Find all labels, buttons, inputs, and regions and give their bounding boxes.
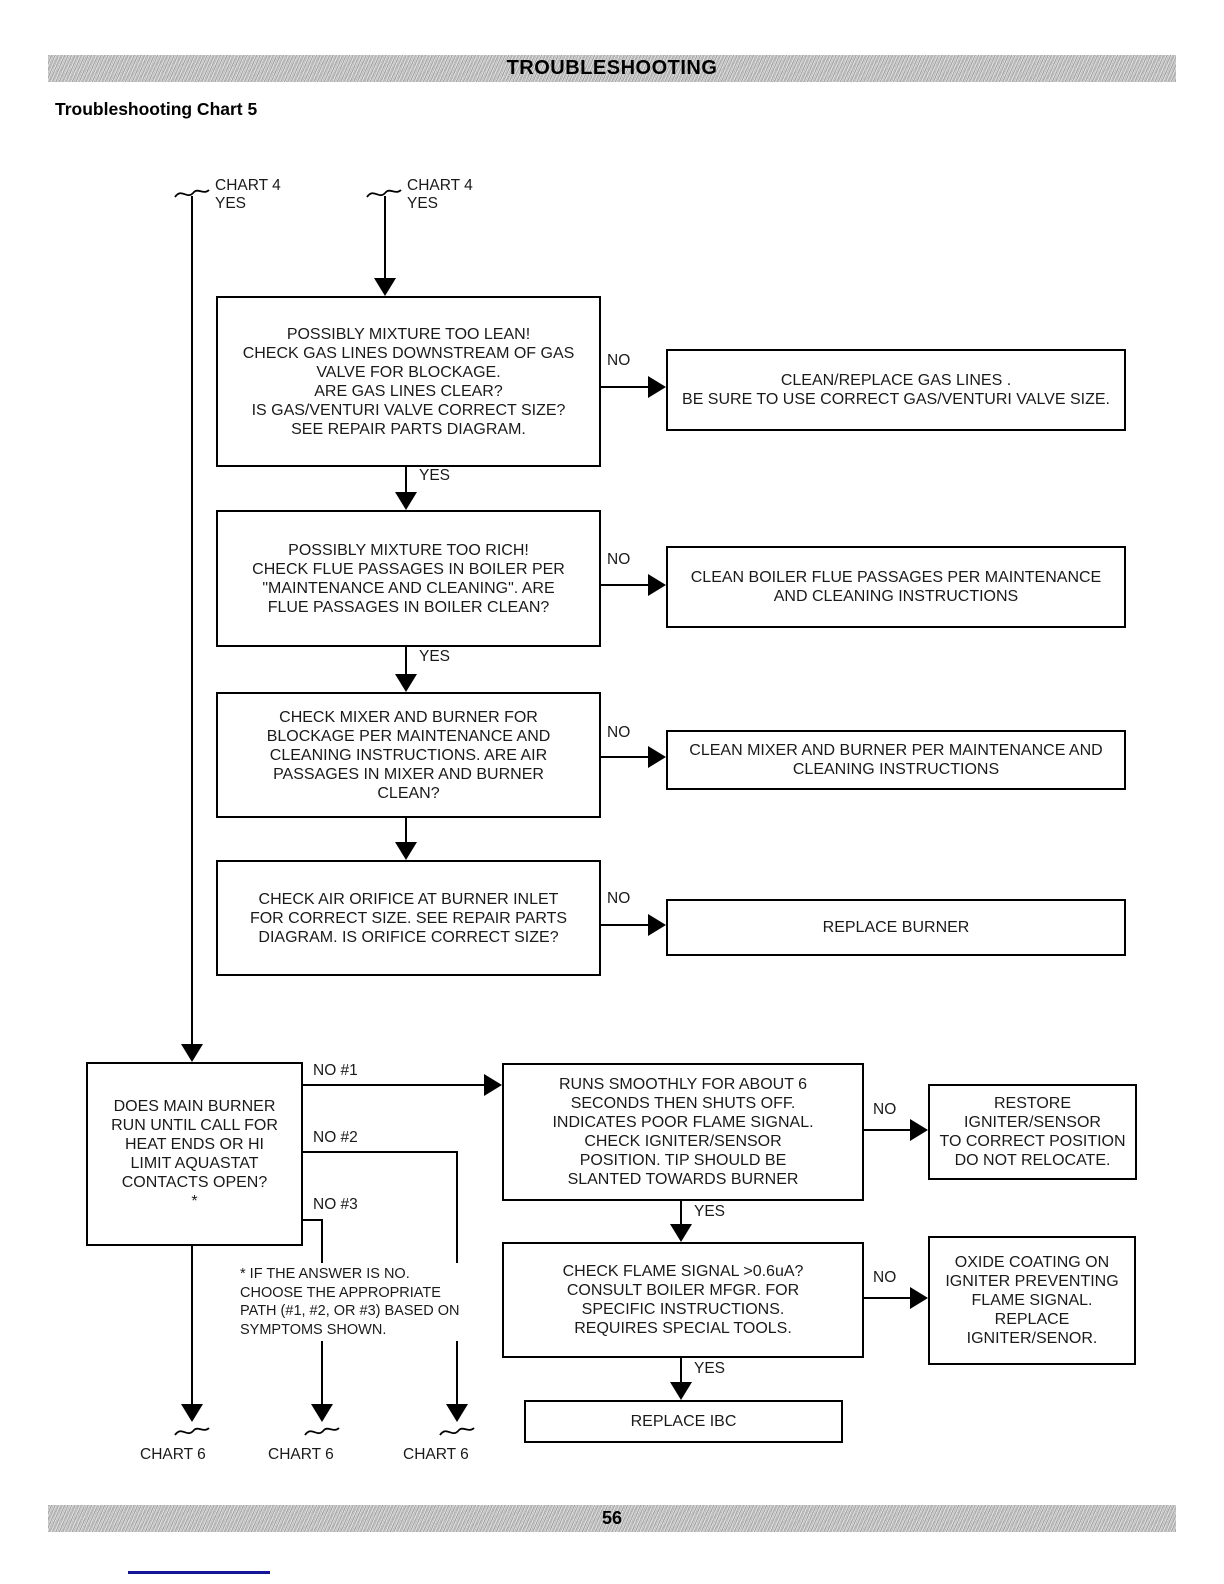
edge-label-no: NO	[607, 724, 631, 741]
flow-line	[680, 1197, 682, 1224]
box-possibly-mixture-too-lean: POSSIBLY MIXTURE TOO LEAN! CHECK GAS LIN…	[216, 296, 601, 467]
flow-line	[680, 1354, 682, 1382]
edge-label-yes: YES	[419, 648, 451, 665]
flow-line	[860, 1297, 910, 1299]
flow-line	[191, 196, 193, 1044]
off-page-connector-icon	[174, 189, 210, 198]
off-page-connector-icon	[366, 189, 402, 198]
arrowhead	[648, 376, 666, 398]
page-title: Troubleshooting Chart 5	[55, 99, 258, 119]
off-page-connector-icon	[304, 1427, 340, 1436]
off-page-connector-icon	[174, 1427, 210, 1436]
box-restore-igniter-sensor: RESTORE IGNITER/SENSOR TO CORRECT POSITI…	[928, 1084, 1137, 1180]
box-replace-burner: REPLACE BURNER	[666, 899, 1126, 956]
edge-label-no-1: NO #1	[313, 1062, 358, 1079]
edge-label-yes: YES	[694, 1360, 726, 1377]
box-does-main-burner-run: DOES MAIN BURNER RUN UNTIL CALL FOR HEAT…	[86, 1062, 303, 1246]
section-header-bar: TROUBLESHOOTING	[48, 55, 1176, 82]
section-title: TROUBLESHOOTING	[506, 57, 718, 79]
arrowhead	[910, 1119, 928, 1141]
flow-line	[405, 643, 407, 674]
arrowhead	[910, 1287, 928, 1309]
arrowhead	[670, 1382, 692, 1400]
edge-label-yes: YES	[419, 467, 451, 484]
box-possibly-mixture-too-rich: POSSIBLY MIXTURE TOO RICH! CHECK FLUE PA…	[216, 510, 601, 647]
arrowhead	[311, 1404, 333, 1422]
arrowhead	[484, 1074, 502, 1096]
edge-label-no-3: NO #3	[313, 1196, 358, 1213]
footer-bar: 56	[48, 1505, 1176, 1532]
arrowhead	[395, 492, 417, 510]
box-check-air-orifice: CHECK AIR ORIFICE AT BURNER INLET FOR CO…	[216, 860, 601, 976]
arrowhead	[670, 1224, 692, 1242]
page-number: 56	[601, 1508, 623, 1528]
arrowhead	[181, 1044, 203, 1062]
flow-line	[191, 1242, 193, 1404]
edge-label-no: NO	[873, 1101, 897, 1118]
flow-line	[597, 584, 648, 586]
box-runs-smoothly-6-seconds: RUNS SMOOTHLY FOR ABOUT 6 SECONDS THEN S…	[502, 1063, 864, 1201]
flow-line	[860, 1129, 910, 1131]
box-replace-ibc: REPLACE IBC	[524, 1400, 843, 1443]
arrowhead	[648, 746, 666, 768]
arrowhead	[648, 914, 666, 936]
edge-label-yes: YES	[694, 1203, 726, 1220]
flow-line	[597, 386, 648, 388]
arrowhead	[446, 1404, 468, 1422]
arrowhead	[181, 1404, 203, 1422]
connector-exit-chart6-label: CHART 6	[268, 1446, 334, 1463]
off-page-connector-icon	[439, 1427, 475, 1436]
connector-exit-chart6-label: CHART 6	[403, 1446, 469, 1463]
box-clean-boiler-flue: CLEAN BOILER FLUE PASSAGES PER MAINTENAN…	[666, 546, 1126, 628]
arrowhead	[395, 842, 417, 860]
connector-entry-right-label: CHART 4 YES	[407, 177, 473, 212]
edge-label-no: NO	[607, 352, 631, 369]
hyperlink-rule	[128, 1571, 270, 1574]
edge-label-no: NO	[607, 551, 631, 568]
footnote: * IF THE ANSWER IS NO. CHOOSE THE APPROP…	[240, 1263, 498, 1341]
flow-line	[405, 814, 407, 842]
arrowhead	[374, 278, 396, 296]
connector-exit-chart6-label: CHART 6	[140, 1446, 206, 1463]
arrowhead	[395, 674, 417, 692]
flow-line	[299, 1219, 323, 1221]
flow-line	[299, 1084, 484, 1086]
edge-label-no: NO	[873, 1269, 897, 1286]
edge-label-no-2: NO #2	[313, 1129, 358, 1146]
flow-line	[405, 463, 407, 492]
arrowhead	[648, 574, 666, 596]
box-oxide-coating: OXIDE COATING ON IGNITER PREVENTING FLAM…	[928, 1236, 1136, 1365]
box-clean-mixer-burner: CLEAN MIXER AND BURNER PER MAINTENANCE A…	[666, 730, 1126, 790]
flow-line	[597, 756, 648, 758]
box-clean-replace-gas-lines: CLEAN/REPLACE GAS LINES . BE SURE TO USE…	[666, 349, 1126, 431]
box-check-mixer-burner: CHECK MIXER AND BURNER FOR BLOCKAGE PER …	[216, 692, 601, 818]
flow-line	[597, 924, 648, 926]
edge-label-no: NO	[607, 890, 631, 907]
box-check-flame-signal: CHECK FLAME SIGNAL >0.6uA? CONSULT BOILE…	[502, 1242, 864, 1358]
flow-line	[384, 196, 386, 278]
flow-line	[299, 1151, 458, 1153]
connector-entry-left-label: CHART 4 YES	[215, 177, 281, 212]
